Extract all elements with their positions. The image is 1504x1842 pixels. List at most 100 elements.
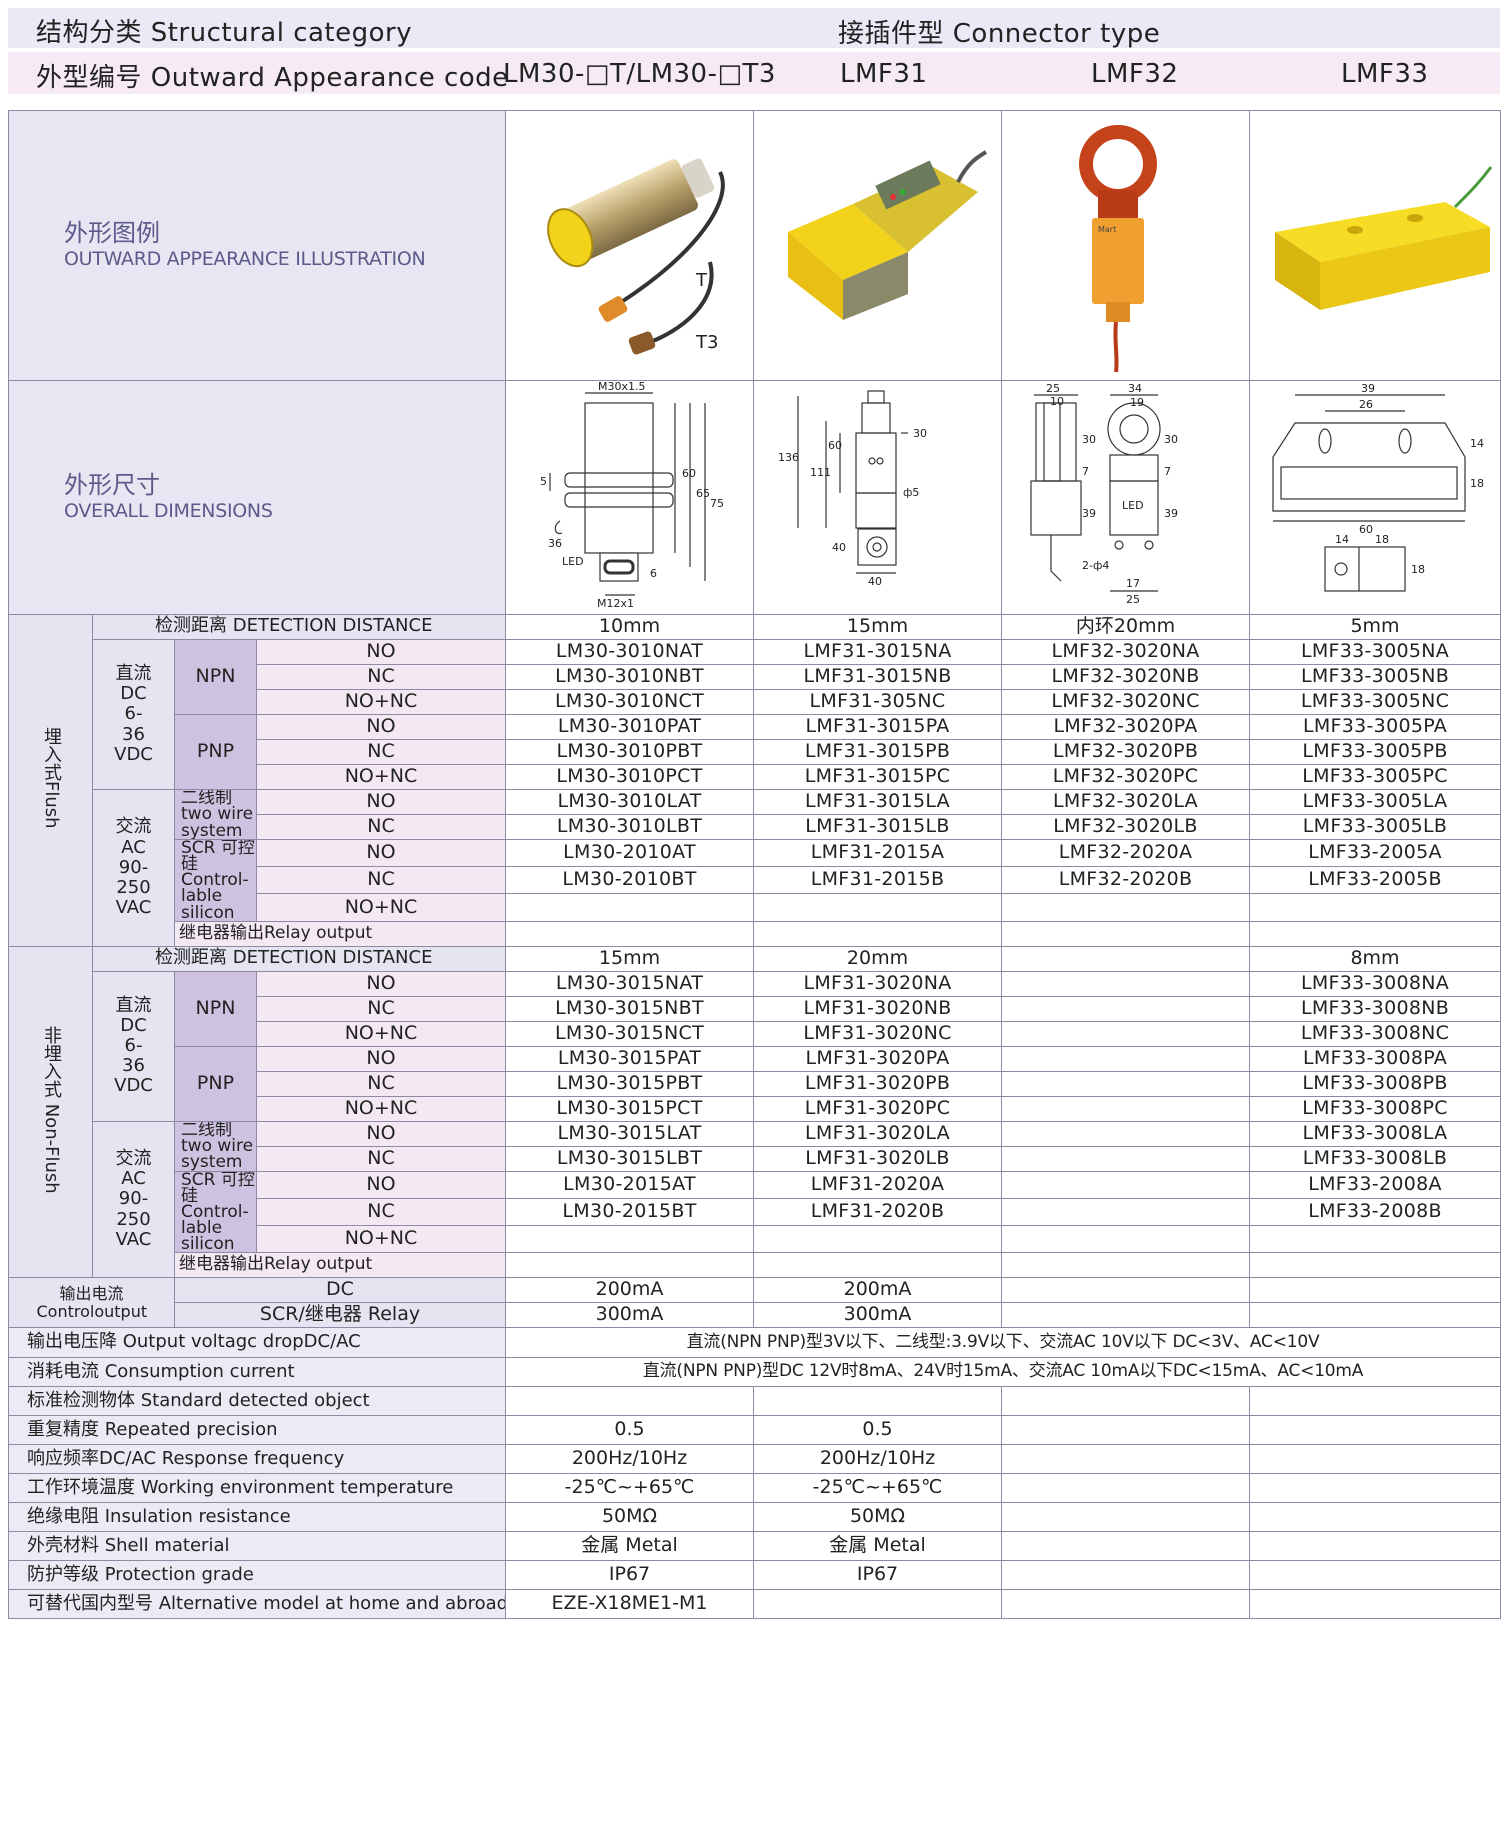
model-code: LMF31-3020NA (753, 970, 1003, 997)
structural-category-band: 结构分类 Structural category 接插件型 Connector … (8, 8, 1500, 49)
model-code: LMF31-3020NB (753, 995, 1003, 1022)
model-lmf31: LMF31 (840, 59, 928, 89)
table-cell (1249, 1502, 1502, 1533)
dim-39-a: 39 (1082, 507, 1096, 520)
table-cell (1001, 1277, 1251, 1304)
flush-distance-value: 5mm (1249, 613, 1502, 640)
appearance-subtitle: OUTWARD APPEARANCE ILLUSTRATION (64, 248, 426, 271)
model-code: LMF31-2020B (753, 1197, 1003, 1227)
model-code (1249, 1225, 1502, 1254)
contact-type: NO+NC (255, 688, 507, 715)
output-relay-value: 300mA (753, 1302, 1003, 1329)
dim-60: 60 (682, 467, 696, 480)
table-cell (1249, 1531, 1502, 1562)
frequency-value: 200Hz/10Hz (753, 1444, 1003, 1475)
protection-label: 防护等级 Protection grade (7, 1560, 507, 1591)
model-code: LMF33-3005LA (1249, 788, 1502, 815)
dc-voltage-text: 直流 DC 6-36 VDC (114, 663, 153, 765)
flush-distance-value: 15mm (753, 613, 1003, 640)
table-cell (1001, 1302, 1251, 1329)
flush-ac-label: 交流 AC 90-250 VAC (92, 788, 175, 947)
model-code: LMF31-3015LB (753, 813, 1003, 840)
dimension-drawing-lm30: M30x1.5 60 65 75 5 36 LED 6 M12x1 (540, 381, 724, 610)
model-code: LMF31-3015LA (753, 788, 1003, 815)
appearance-label-cell: 外形图例 OUTWARD APPEARANCE ILLUSTRATION (7, 110, 507, 381)
contact-type: NO+NC (255, 893, 507, 922)
flush-distance-value: 内环20mm (1001, 613, 1251, 640)
model-code (1001, 1252, 1251, 1279)
model-code: LMF32-3020LA (1001, 788, 1251, 815)
npn-label: NPN (174, 638, 257, 715)
shell-value: 金属 Metal (753, 1531, 1003, 1562)
model-code (753, 1225, 1003, 1254)
dim-39-b: 39 (1164, 507, 1178, 520)
dim-7-b: 7 (1164, 465, 1171, 478)
model-code: LM30-3015PBT (505, 1070, 755, 1097)
drawing-lmf31: 136 111 60 30 ф5 40 40 (753, 380, 1003, 615)
photo-lm30: T T3 (505, 110, 755, 381)
model-code: LMF33-3005NB (1249, 663, 1502, 690)
flush-group-text: 埋入式Flush (40, 727, 62, 829)
dim-7-a: 7 (1082, 465, 1089, 478)
model-code: LMF33-3005NC (1249, 688, 1502, 715)
model-code: LMF32-3020NC (1001, 688, 1251, 715)
model-code: LMF33-3008PC (1249, 1095, 1502, 1122)
contact-type: NO (255, 788, 507, 815)
model-code: LMF31-3015PC (753, 763, 1003, 790)
model-code: LMF33-3008LA (1249, 1120, 1502, 1147)
dim-25-b: 25 (1126, 593, 1140, 606)
dim-30-c: 30 (1082, 433, 1096, 446)
two-wire-label: 二线制 two wire system (174, 1120, 257, 1172)
model-code: LM30-3010PBT (505, 738, 755, 765)
svg-text:Mart: Mart (1098, 225, 1116, 234)
ac-voltage-text: 交流 AC 90-250 VAC (115, 1148, 152, 1250)
contact-type: NO (255, 1170, 507, 1199)
dim-136: 136 (778, 451, 799, 464)
two-wire-text: 二线制 two wire system (181, 789, 254, 840)
model-code (1001, 1170, 1251, 1199)
model-code: LMF31-3020LB (753, 1145, 1003, 1172)
appearance-title: 外形图例 (64, 218, 160, 247)
dimensions-title: 外形尺寸 (64, 470, 160, 499)
connector-type-label: 接插件型 Connector type (838, 19, 1161, 49)
dim-30-b: 30 (913, 427, 927, 440)
dim-holes: 2-ф4 (1082, 559, 1109, 572)
dimension-drawing-lmf31: 136 111 60 30 ф5 40 40 (778, 390, 927, 588)
dim-75: 75 (710, 497, 724, 510)
dim-5: 5 (540, 475, 547, 488)
table-cell (1001, 1560, 1251, 1591)
appearance-code-label: 外型编号 Outward Appearance code (36, 63, 509, 93)
model-code: LM30-3010LBT (505, 813, 755, 840)
model-code (1249, 893, 1502, 922)
nonflush-relay-label: 继电器输出Relay output (173, 1252, 507, 1279)
table-cell (1001, 1502, 1251, 1533)
model-code (1001, 995, 1251, 1022)
specification-table: 外形图例 OUTWARD APPEARANCE ILLUSTRATION T (7, 110, 1502, 1620)
dim-65: 65 (696, 487, 710, 500)
nonflush-distance-value: 15mm (505, 945, 755, 972)
drawing-lmf33: 39 26 14 18 60 14 18 18 (1249, 380, 1502, 615)
photo-lmf33 (1249, 110, 1502, 381)
model-lm30: LM30-□T/LM30-□T3 (503, 59, 776, 89)
table-cell (1249, 1589, 1502, 1620)
photo-lmf31 (753, 110, 1003, 381)
model-code: LMF32-3020PB (1001, 738, 1251, 765)
dim-34: 34 (1128, 382, 1142, 395)
npn-label: NPN (174, 970, 257, 1047)
model-code: LMF31-3015PA (753, 713, 1003, 740)
two-wire-label: 二线制 two wire system (174, 788, 257, 840)
table-cell (1001, 1473, 1251, 1504)
dimension-drawing-lmf33: 39 26 14 18 60 14 18 18 (1272, 382, 1484, 592)
led-label: LED (562, 555, 584, 568)
model-code (1001, 1197, 1251, 1227)
model-code (753, 893, 1003, 922)
model-code (1001, 970, 1251, 997)
table-cell (1001, 1589, 1251, 1620)
contact-type: NC (255, 663, 507, 690)
model-code: LM30-3015LBT (505, 1145, 755, 1172)
